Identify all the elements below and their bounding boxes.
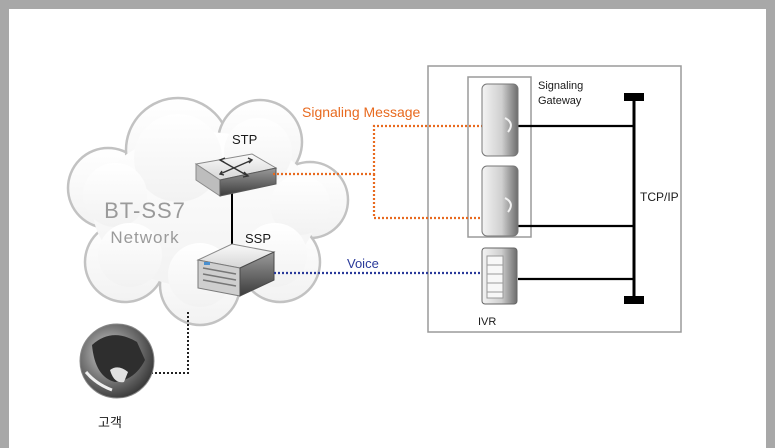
tcpip-bus xyxy=(516,93,644,304)
customer-label: 고객 xyxy=(98,415,122,430)
tcpip-label: TCP/IP xyxy=(640,190,679,204)
gateway-label-line2: Gateway xyxy=(538,95,582,107)
voice-label: Voice xyxy=(347,256,379,271)
network-sub-label: Network xyxy=(110,228,180,247)
network-name-label: BT-SS7 xyxy=(104,198,186,223)
gateway-label-line1: Signaling xyxy=(538,80,584,92)
ssp-switch-icon xyxy=(196,243,276,297)
signaling-gateway-box xyxy=(467,76,532,238)
ssp-label: SSP xyxy=(245,231,272,246)
signaling-link xyxy=(273,124,483,220)
gateway-site-box xyxy=(427,65,682,333)
signaling-message-label: Signaling Message xyxy=(302,104,421,120)
ivr-label: IVR xyxy=(478,316,497,328)
customer-phone-photo xyxy=(79,323,155,399)
stp-router-icon xyxy=(194,153,278,197)
ivr-icon xyxy=(481,247,518,305)
server-icon xyxy=(481,165,519,237)
customer-link xyxy=(152,312,189,374)
server-icon xyxy=(481,83,519,157)
stp-label: STP xyxy=(232,132,258,147)
